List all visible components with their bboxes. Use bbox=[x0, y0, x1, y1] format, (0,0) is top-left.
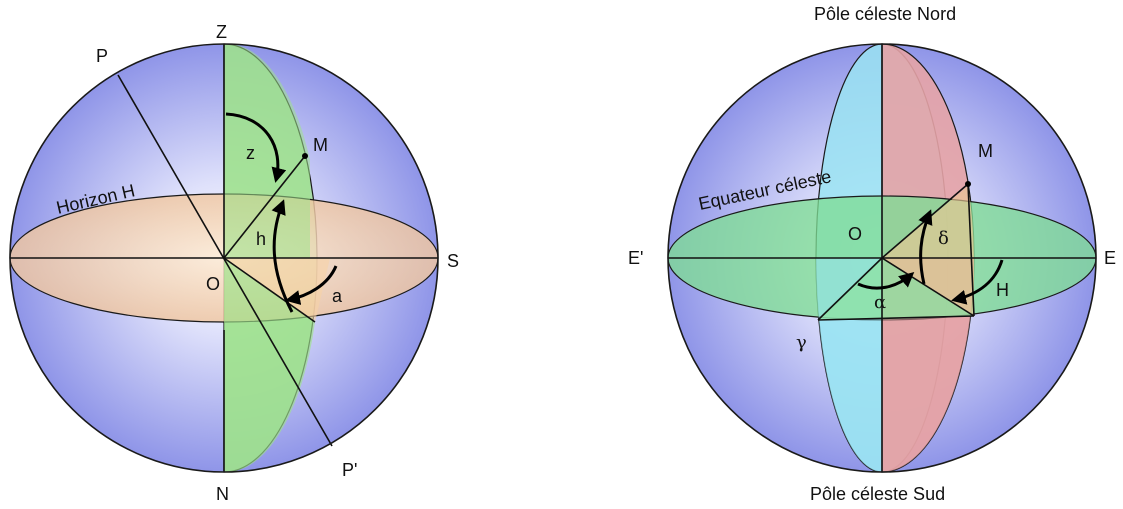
equatorial-coordinates-figure: Pôle céleste Nord Pôle céleste Sud E' E … bbox=[628, 4, 1116, 504]
north-pole-label: Pôle céleste Nord bbox=[814, 4, 956, 24]
nadir-label: N bbox=[216, 484, 229, 504]
azimuth-arc bbox=[285, 265, 338, 305]
zenith-distance-arc bbox=[225, 112, 287, 183]
declination-arc bbox=[918, 209, 933, 285]
center-label-right: O bbox=[848, 224, 862, 244]
horizontal-coordinates-figure: Z N P P' O S M Horizon H z h a bbox=[9, 22, 459, 504]
star-projection bbox=[223, 257, 316, 323]
zenith-distance-label: z bbox=[246, 143, 255, 163]
sphere-outline-right bbox=[667, 43, 1097, 473]
azimuth-sector bbox=[224, 258, 330, 322]
altitude-label: h bbox=[256, 229, 266, 249]
right-ascension-label: α bbox=[874, 292, 886, 313]
south-label: S bbox=[447, 251, 459, 271]
vernal-point-label: γ bbox=[796, 332, 807, 353]
azimuth-label: a bbox=[332, 286, 343, 306]
east-prime-label: E' bbox=[628, 248, 643, 268]
star-direction bbox=[223, 155, 306, 259]
vernal-direction bbox=[817, 257, 883, 321]
declination-label: δ bbox=[938, 228, 949, 249]
right-ascension-sector bbox=[818, 258, 974, 320]
south-pole-label: Pôle céleste Sud bbox=[810, 484, 945, 504]
right-ascension-arc bbox=[857, 272, 915, 290]
center-label-left: O bbox=[206, 274, 220, 294]
hour-angle-label: H bbox=[996, 280, 1009, 300]
star-label-left: M bbox=[313, 135, 328, 155]
declination-sector bbox=[882, 186, 974, 316]
east-label: E bbox=[1104, 248, 1116, 268]
sphere-outline-left bbox=[9, 43, 439, 473]
chord-gamma-foot bbox=[817, 315, 975, 321]
pole-bottom-label: P' bbox=[342, 460, 357, 480]
star-label-right: M bbox=[978, 141, 993, 161]
zenith-label: Z bbox=[216, 22, 227, 42]
star-foot-direction bbox=[881, 257, 975, 317]
pole-top-label: P bbox=[96, 46, 108, 66]
meridian-plane-front bbox=[224, 43, 310, 258]
pole-axis bbox=[117, 74, 333, 447]
star-point-left bbox=[302, 153, 308, 159]
star-point-right bbox=[965, 181, 971, 187]
hour-angle-arc bbox=[951, 259, 1004, 305]
